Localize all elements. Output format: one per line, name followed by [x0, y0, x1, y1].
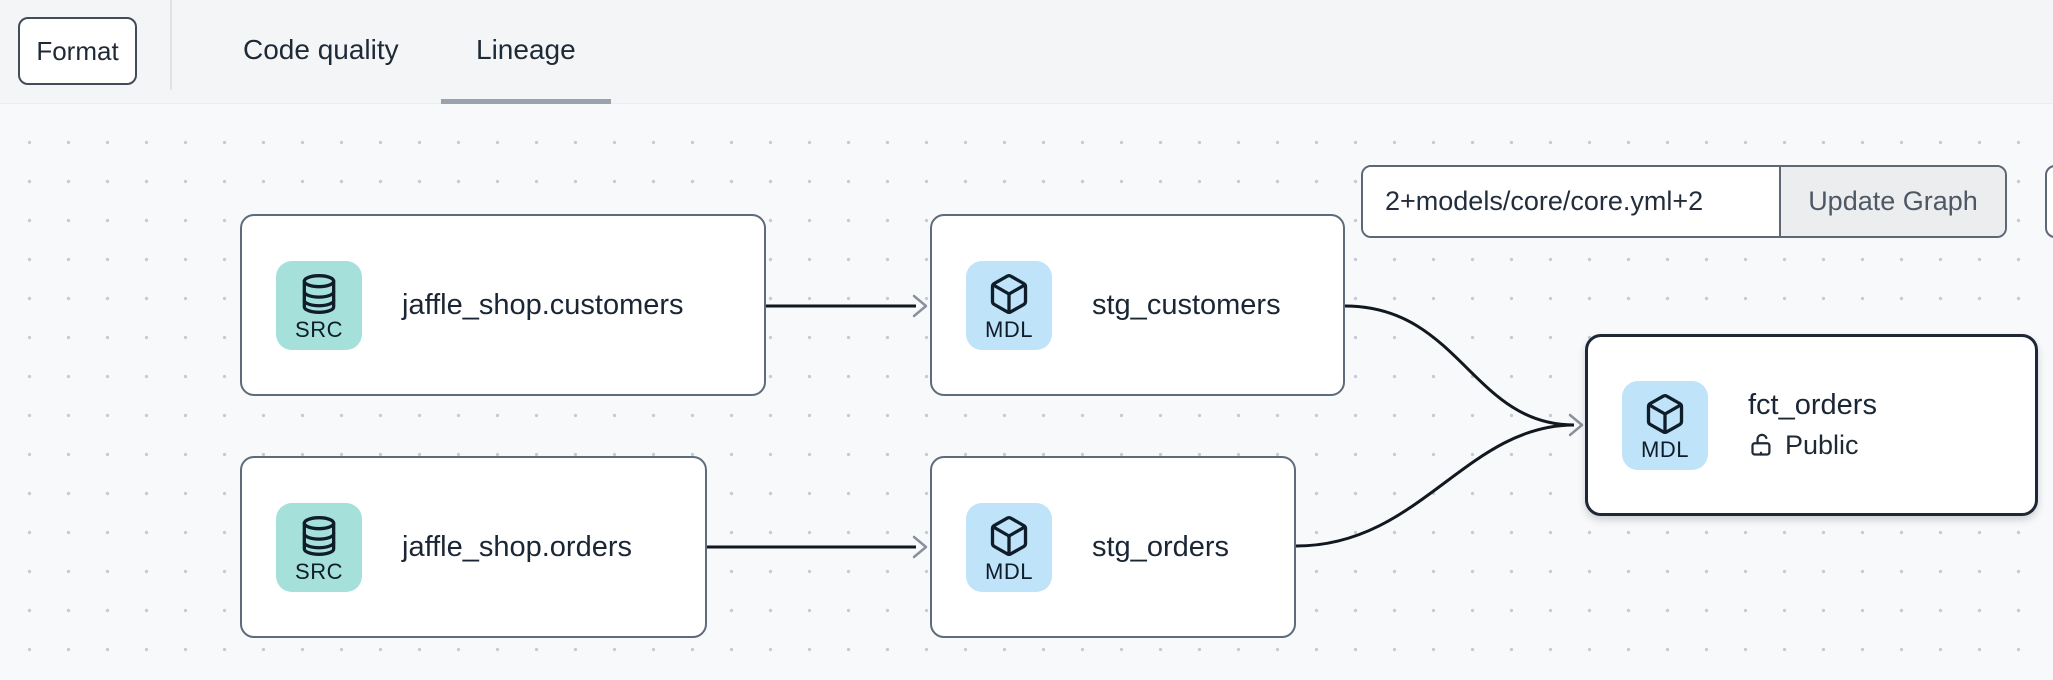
database-icon — [302, 515, 336, 556]
edge-stg-customers-to-fct-orders — [1344, 304, 1575, 427]
lineage-node-stg-orders[interactable]: MDL stg_orders — [930, 456, 1296, 638]
graph-controls: Update Graph — [1361, 165, 2007, 238]
node-label: jaffle_shop.customers — [402, 288, 684, 321]
badge-label: MDL — [985, 316, 1033, 342]
cube-icon — [990, 515, 1028, 556]
cube-icon — [1646, 393, 1684, 434]
lineage-node-fct-orders[interactable]: MDL fct_orders Public — [1585, 334, 2038, 516]
arrowhead-icon — [1568, 413, 1584, 437]
edge-stg-orders-to-fct-orders — [1295, 423, 1575, 548]
node-label: stg_customers — [1092, 288, 1281, 321]
access-row: Public — [1748, 430, 1877, 461]
update-graph-button[interactable]: Update Graph — [1779, 167, 2005, 236]
node-label: jaffle_shop.orders — [402, 530, 633, 563]
lineage-canvas[interactable]: SRC jaffle_shop.customers MDL stg_custom… — [0, 105, 2053, 680]
badge-label: SRC — [295, 316, 343, 342]
lineage-node-jaffle-shop-customers[interactable]: SRC jaffle_shop.customers — [240, 214, 766, 396]
graph-selector-input[interactable] — [1363, 167, 1779, 236]
arrowhead-icon — [912, 294, 928, 318]
badge-label: MDL — [985, 558, 1033, 584]
database-icon — [302, 273, 336, 314]
badge-label: SRC — [295, 558, 343, 584]
model-badge: MDL — [966, 260, 1052, 350]
tab-lineage[interactable]: Lineage — [476, 0, 576, 100]
editor-toolbar: Format Code quality Lineage — [0, 0, 2053, 104]
toolbar-divider — [170, 0, 172, 90]
format-button[interactable]: Format — [18, 17, 137, 85]
tab-code-quality[interactable]: Code quality — [243, 0, 399, 100]
badge-label: MDL — [1641, 436, 1689, 462]
active-tab-underline — [441, 99, 611, 104]
cube-icon — [990, 273, 1028, 314]
access-label: Public — [1785, 430, 1859, 460]
model-badge: MDL — [966, 502, 1052, 592]
unlock-icon — [1751, 433, 1771, 456]
source-badge: SRC — [276, 502, 362, 592]
lineage-node-stg-customers[interactable]: MDL stg_customers — [930, 214, 1345, 396]
model-badge: MDL — [1622, 380, 1708, 470]
source-badge: SRC — [276, 260, 362, 350]
lineage-node-jaffle-shop-orders[interactable]: SRC jaffle_shop.orders — [240, 456, 707, 638]
node-label: fct_orders — [1748, 389, 1877, 421]
clipped-right-button[interactable] — [2045, 165, 2053, 238]
node-label: stg_orders — [1092, 530, 1230, 563]
arrowhead-icon — [912, 535, 928, 559]
